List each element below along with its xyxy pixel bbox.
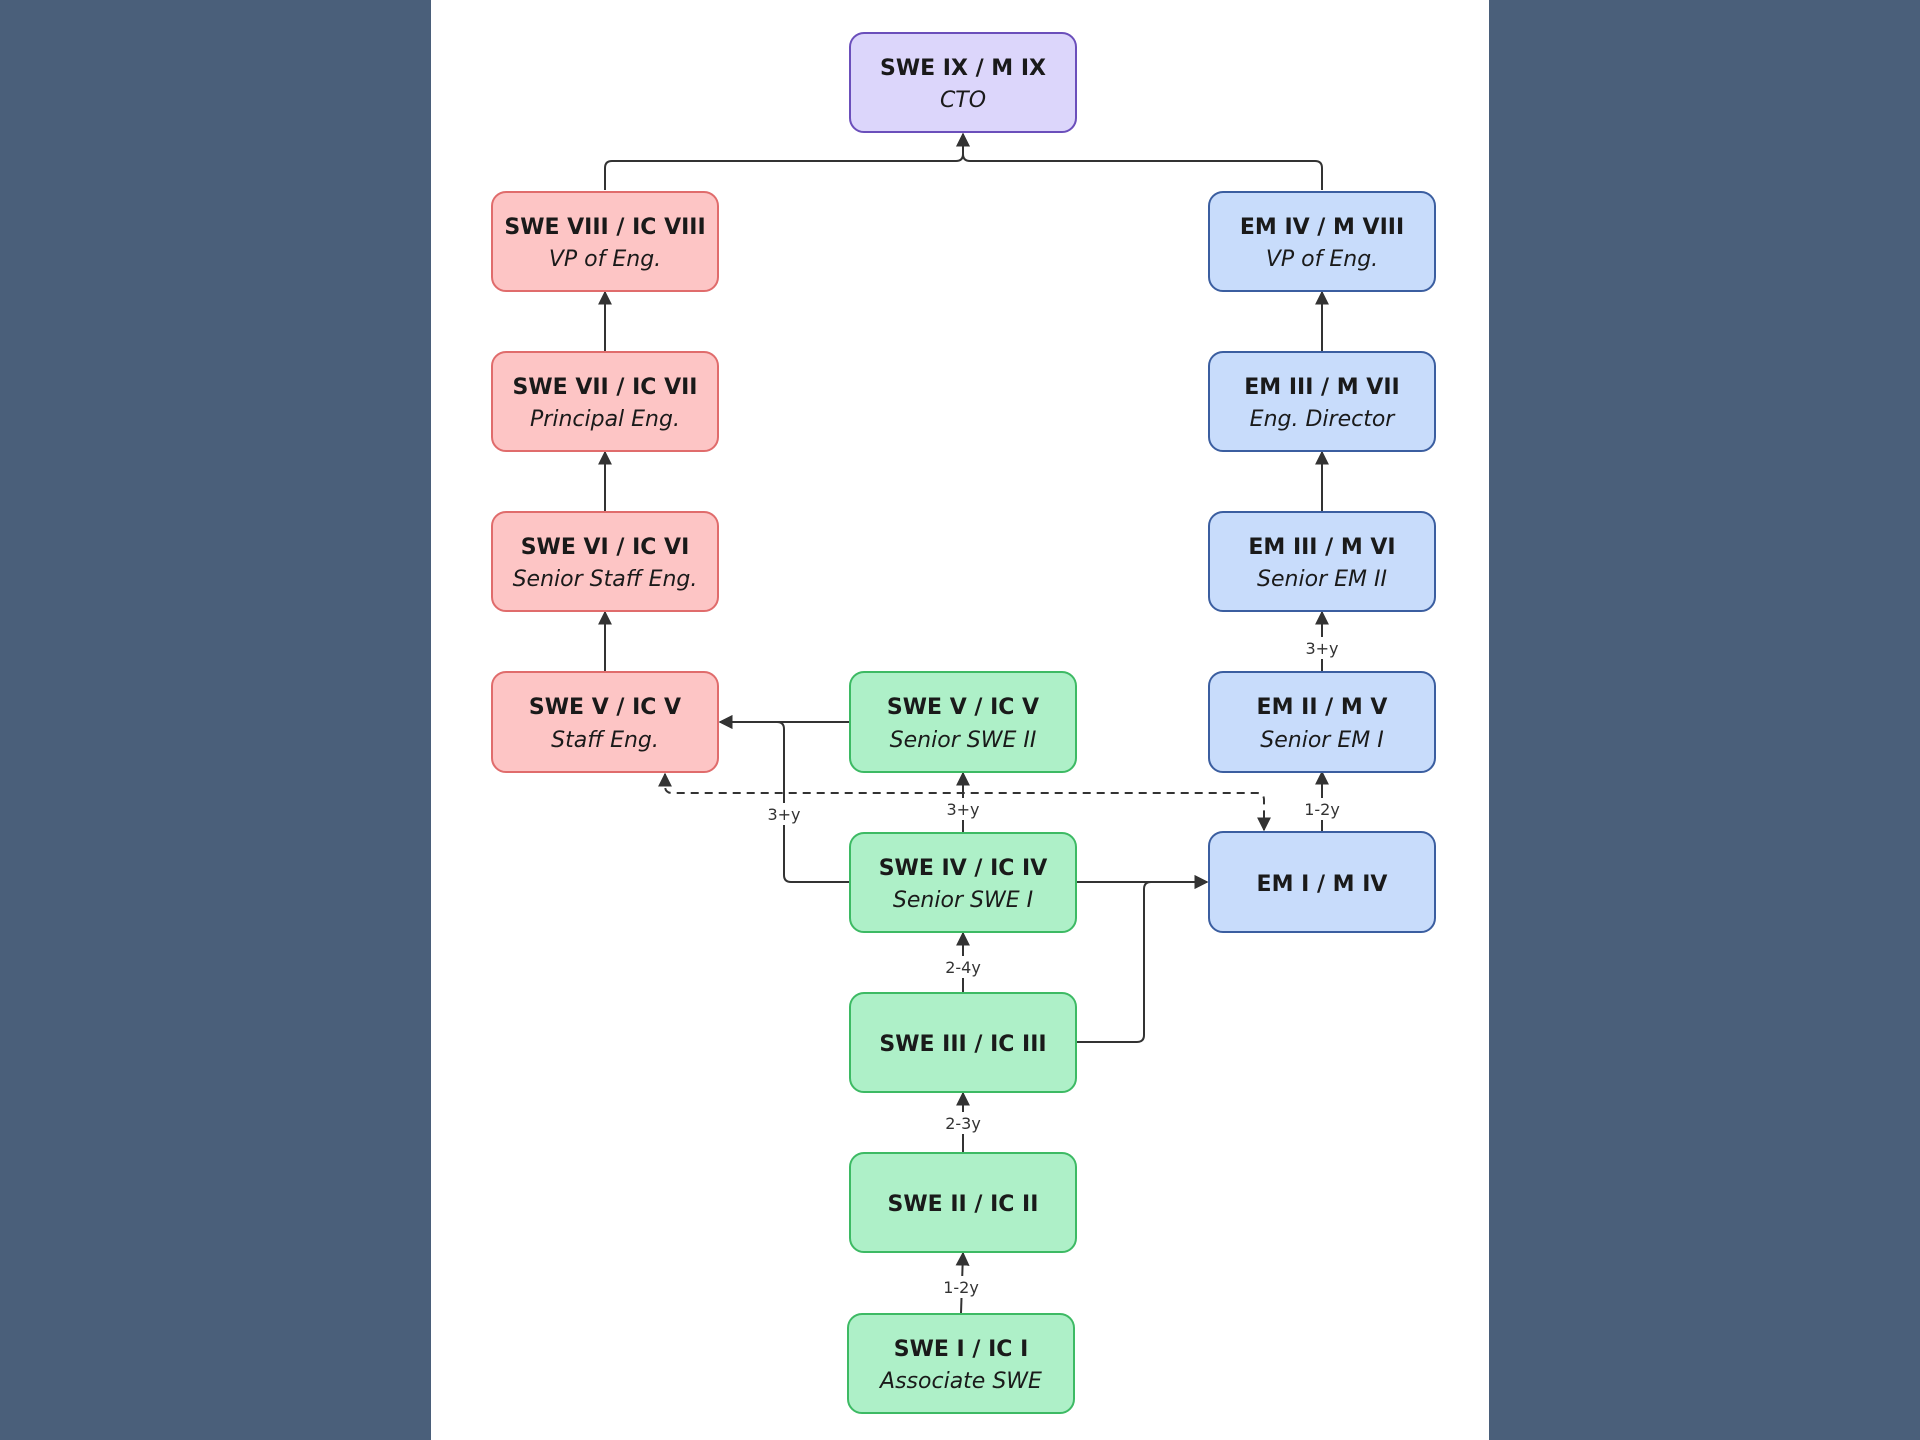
node-swe1: SWE I / IC I Associate SWE [847, 1313, 1075, 1414]
node-title: EM III / M VII [1244, 375, 1399, 400]
node-subtitle: Senior EM I [1260, 728, 1383, 753]
node-subtitle: Senior SWE II [890, 728, 1037, 753]
node-subtitle: Senior SWE I [893, 888, 1033, 913]
node-em2: EM II / M V Senior EM I [1208, 671, 1436, 773]
node-title: SWE IX / M IX [880, 56, 1046, 81]
node-cto: SWE IX / M IX CTO [849, 32, 1077, 133]
node-subtitle: VP of Eng. [1266, 247, 1378, 272]
edge-swe3-to-em1 [1076, 875, 1209, 1043]
node-subtitle: Staff Eng. [551, 728, 659, 753]
node-title: SWE I / IC I [894, 1337, 1029, 1362]
edge-label-swe4-swe5g: 3+y [946, 800, 979, 819]
diagram-canvas: 1-2y 2-3y 2-4y 3+y 3+y 1-2y 3+y SWE IX /… [431, 0, 1489, 1440]
node-swe8: SWE VIII / IC VIII VP of Eng. [491, 191, 719, 292]
edge-label-swe4-swe5r: 3+y [767, 805, 800, 824]
node-swe4: SWE IV / IC IV Senior SWE I [849, 832, 1077, 933]
edge-label-swe2-swe3: 2-3y [945, 1114, 981, 1133]
node-swe7: SWE VII / IC VII Principal Eng. [491, 351, 719, 452]
edge-labels: 1-2y 2-3y 2-4y 3+y 3+y 1-2y 3+y [766, 637, 1344, 1298]
node-title: EM IV / M VIII [1240, 215, 1404, 240]
node-title: EM I / M IV [1257, 872, 1388, 897]
node-subtitle: Senior EM II [1257, 567, 1387, 592]
node-subtitle: Associate SWE [878, 1369, 1042, 1394]
edge-em4-to-cto [956, 132, 1323, 190]
node-subtitle: Eng. Director [1250, 407, 1397, 432]
edge-label-em1-em2: 1-2y [1304, 800, 1340, 819]
edge-label-swe1-swe2: 1-2y [943, 1278, 979, 1297]
node-title: SWE II / IC II [888, 1192, 1039, 1217]
node-em3-director: EM III / M VII Eng. Director [1208, 351, 1436, 452]
node-swe5-senior: SWE V / IC V Senior SWE II [849, 671, 1077, 773]
node-em4: EM IV / M VIII VP of Eng. [1208, 191, 1436, 292]
node-title: SWE VII / IC VII [513, 375, 698, 400]
node-swe6: SWE VI / IC VI Senior Staff Eng. [491, 511, 719, 612]
career-ladder-diagram: 1-2y 2-3y 2-4y 3+y 3+y 1-2y 3+y SWE IX /… [491, 32, 1436, 1414]
node-subtitle: CTO [940, 88, 986, 113]
node-title: SWE V / IC V [529, 695, 681, 720]
node-title: SWE IV / IC IV [879, 856, 1048, 881]
node-title: SWE VI / IC VI [521, 535, 690, 560]
node-em1: EM I / M IV [1208, 831, 1436, 933]
node-title: SWE III / IC III [879, 1032, 1046, 1057]
edge-label-swe3-swe4: 2-4y [945, 958, 981, 977]
node-title: EM II / M V [1257, 695, 1388, 720]
edge-dashed-swe5r-em1 [658, 772, 1271, 832]
edge-swe4-to-swe5r [718, 715, 850, 883]
node-subtitle: Senior Staff Eng. [513, 567, 698, 592]
nodes: SWE IX / M IX CTO SWE VIII / IC VIII VP … [491, 32, 1436, 1414]
node-title: EM III / M VI [1248, 535, 1395, 560]
node-title: SWE V / IC V [887, 695, 1039, 720]
node-title: SWE VIII / IC VIII [504, 215, 705, 240]
node-em3-senior: EM III / M VI Senior EM II [1208, 511, 1436, 612]
node-swe3: SWE III / IC III [849, 992, 1077, 1093]
node-subtitle: VP of Eng. [549, 247, 661, 272]
node-subtitle: Principal Eng. [530, 407, 680, 432]
edge-swe8-to-cto [604, 132, 970, 190]
node-swe2: SWE II / IC II [849, 1152, 1077, 1253]
edge-label-em2-em3a: 3+y [1305, 639, 1338, 658]
node-swe5-staff: SWE V / IC V Staff Eng. [491, 671, 719, 773]
